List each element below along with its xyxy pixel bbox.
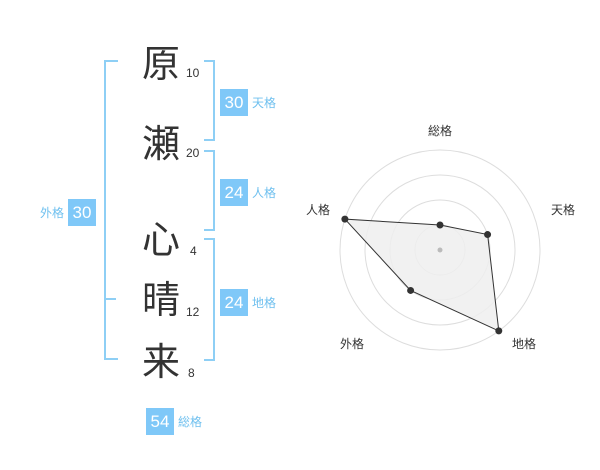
name-char-3: 心 — [141, 218, 180, 262]
soukaku-badge: 54 総格 — [146, 408, 202, 435]
gaikaku-bracket — [104, 60, 118, 360]
soukaku-value: 54 — [146, 408, 174, 435]
radar-ring-3 — [364, 174, 516, 326]
name-char-5: 来 — [141, 340, 180, 384]
chikaku-value: 24 — [220, 289, 248, 316]
gaikaku-label: 外格 — [40, 206, 65, 220]
chikaku-label: 地格 — [252, 296, 277, 310]
tenkaku-badge: 30 天格 — [220, 89, 276, 116]
radar-axis-label-tenkaku: 天格 — [550, 203, 575, 217]
chikaku-bracket — [204, 238, 215, 361]
name-char-1: 原 — [141, 42, 180, 86]
tenkaku-bracket — [204, 60, 215, 141]
name-char-2: 瀬 — [141, 122, 180, 166]
stroke-count-2: 20 — [186, 146, 200, 160]
radar-point-soukaku — [436, 221, 444, 229]
radar-point-chikaku — [495, 327, 503, 335]
stroke-count-4: 12 — [186, 305, 200, 319]
jinkaku-value: 24 — [220, 179, 248, 206]
radar-point-jinkaku — [341, 215, 349, 223]
soukaku-label: 総格 — [178, 415, 203, 429]
radar-center — [437, 247, 443, 253]
name-char-4: 晴 — [141, 278, 180, 322]
chikaku-badge: 24 地格 — [220, 289, 276, 316]
stroke-count-1: 10 — [186, 66, 200, 80]
tenkaku-value: 30 — [220, 89, 248, 116]
radar-area — [343, 218, 500, 332]
radar-axis-label-chikaku: 地格 — [511, 337, 536, 351]
jinkaku-badge: 24 人格 — [220, 179, 276, 206]
radar-point-gaikaku — [407, 286, 415, 294]
jinkaku-bracket — [204, 150, 215, 231]
stroke-count-5: 8 — [188, 366, 195, 380]
jinkaku-label: 人格 — [252, 186, 277, 200]
radar-axis-label-soukaku: 総格 — [427, 124, 452, 138]
gaikaku-badge: 外格 30 — [40, 199, 97, 226]
gaikaku-bracket-divider — [106, 298, 116, 300]
radar-ring-4 — [339, 149, 541, 351]
stroke-count-3: 4 — [190, 244, 197, 258]
gaikaku-value: 30 — [68, 199, 97, 226]
radar-axis-label-gaikaku: 外格 — [339, 337, 364, 351]
radar-axis-label-jinkaku: 人格 — [305, 203, 330, 217]
radar-point-tenkaku — [484, 231, 492, 239]
tenkaku-label: 天格 — [252, 96, 277, 110]
